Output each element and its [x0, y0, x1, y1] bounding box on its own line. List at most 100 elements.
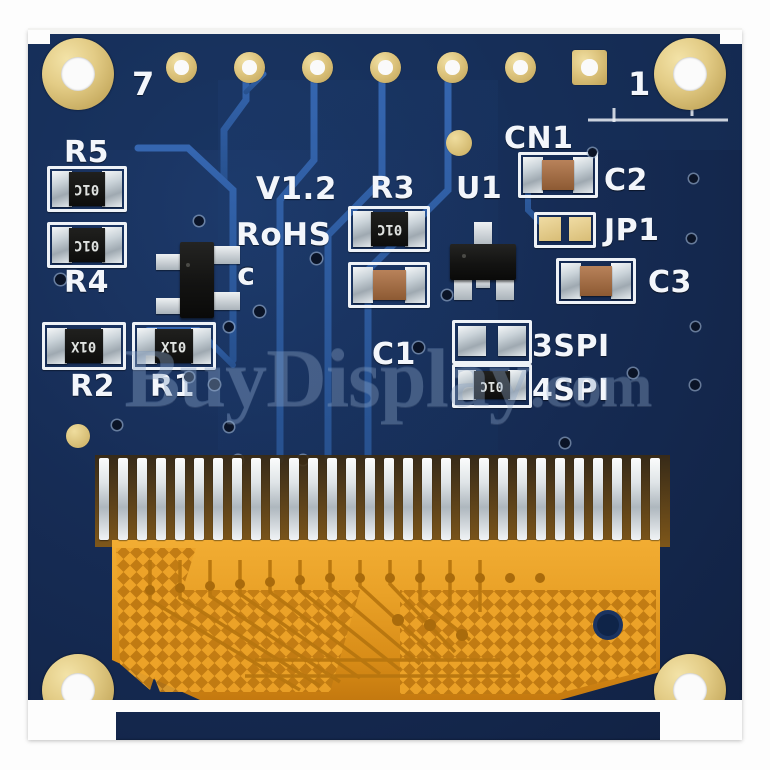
header-pin-6 [234, 52, 265, 83]
capacitor-body [373, 270, 406, 300]
via-right-bottom [687, 234, 696, 243]
capacitor-body [580, 266, 612, 296]
solder-pad-right [405, 211, 425, 247]
solder-pad-right [611, 263, 631, 299]
via-left-lower [184, 372, 194, 382]
mounting-hole-top-left [42, 38, 114, 110]
component-footprint-4spi: 01C [452, 364, 532, 408]
board-edge-notch-bottom-left [28, 700, 116, 740]
header-pin-5 [302, 52, 333, 83]
resistor-body: 01C [474, 371, 510, 399]
solder-pad-left [47, 328, 67, 364]
silk-label-r3: R3 [370, 171, 415, 206]
solder-pad-right [191, 328, 211, 364]
header-pin-3 [437, 52, 468, 83]
solder-pad-left [52, 227, 72, 263]
silkscreen-outline [42, 322, 126, 370]
component-footprint-jp1 [534, 212, 596, 248]
silkscreen-outline [132, 322, 216, 370]
via-spi-right [628, 368, 638, 378]
via-gold-bottom-left [66, 424, 90, 448]
silkscreen-outline [556, 258, 636, 304]
lead-left-bottom [156, 298, 182, 314]
resistor-body: 01C [69, 228, 105, 262]
lead-right-bottom [212, 292, 240, 310]
resistor-body: 01C [371, 212, 408, 246]
solder-pad-right [405, 267, 425, 303]
solder-pad-left [561, 263, 581, 299]
board-edge-notch-top-left [28, 30, 50, 44]
component-footprint-r1: 01X [132, 322, 216, 370]
solder-pad-left [137, 328, 157, 364]
via-q1-lower [224, 322, 234, 332]
silk-label-jp1: JP1 [604, 213, 660, 248]
board-edge-notch-bottom-right [660, 700, 742, 740]
solder-pad-right [102, 171, 122, 207]
component-footprint-u1 [442, 222, 524, 304]
via-rohs [311, 253, 322, 264]
jumper-pad-right [569, 217, 591, 241]
via-lower-left-a [112, 420, 122, 430]
orientation-dot [461, 254, 466, 259]
lead-right [212, 246, 240, 264]
silk-label-r4: R4 [64, 265, 109, 300]
via-mark [254, 306, 265, 317]
silkscreen-outline [47, 222, 127, 268]
solder-pad-right [508, 370, 526, 400]
component-footprint-r3: 01C [348, 206, 430, 252]
solder-pad-right [573, 157, 593, 193]
lead-left-top [156, 254, 182, 270]
header-pin-7 [166, 52, 197, 83]
solder-pad-left [523, 157, 543, 193]
header-pin-1 [572, 50, 607, 85]
via-gold-center-top [446, 130, 472, 156]
component-footprint-r4: 01C [47, 222, 127, 268]
component-footprint-q1 [156, 236, 242, 332]
solder-pad-left [353, 267, 373, 303]
silkscreen-outline [518, 152, 598, 198]
silkscreen-outline [348, 262, 430, 308]
solder-pad-left [52, 171, 72, 207]
mounting-hole-top-right [654, 38, 726, 110]
silk-label-u1: U1 [456, 171, 503, 206]
component-footprint-c2 [518, 152, 598, 198]
solder-pad-left [458, 370, 476, 400]
via-right-lower [690, 380, 700, 390]
header-pin-2 [505, 52, 536, 83]
solder-pad-right [498, 326, 526, 356]
component-footprint-c1 [348, 262, 430, 308]
via-lower-left-b [224, 422, 234, 432]
silk-label-4spi: 4SPI [532, 373, 610, 408]
silk-label-c3: C3 [648, 265, 692, 300]
via-left-upper [194, 216, 204, 226]
pcb-substrate: 01C 01C 01X 01X [28, 30, 742, 740]
lead-top [474, 222, 492, 248]
silk-label-c1: C1 [372, 337, 416, 372]
via-right-edge [691, 322, 700, 331]
lead-bottom-left [454, 276, 472, 300]
silk-label-pin7: 7 [132, 65, 155, 103]
header-pin-4 [370, 52, 401, 83]
solder-pad-left [458, 326, 486, 356]
silkscreen-outline [348, 206, 430, 252]
silk-label-r5: R5 [64, 135, 109, 170]
silkscreen-outline [47, 166, 127, 212]
resistor-body: 01X [155, 329, 193, 363]
via-cn1 [588, 148, 597, 157]
via-spi-left [560, 438, 570, 448]
jumper-pad-left [539, 217, 561, 241]
lead-center-bottom [476, 280, 490, 288]
board-edge-notch-top-right [720, 30, 742, 44]
solder-pad-left [353, 211, 373, 247]
silkscreen-outline [452, 320, 532, 364]
component-footprint-r5: 01C [47, 166, 127, 212]
component-footprint-c3 [556, 258, 636, 304]
lead-bottom-right [496, 276, 514, 300]
capacitor-body [542, 160, 574, 190]
resistor-body: 01X [65, 329, 103, 363]
silk-label-pin1: 1 [628, 65, 651, 103]
solder-pad-right [101, 328, 121, 364]
resistor-body: 01C [69, 172, 105, 206]
